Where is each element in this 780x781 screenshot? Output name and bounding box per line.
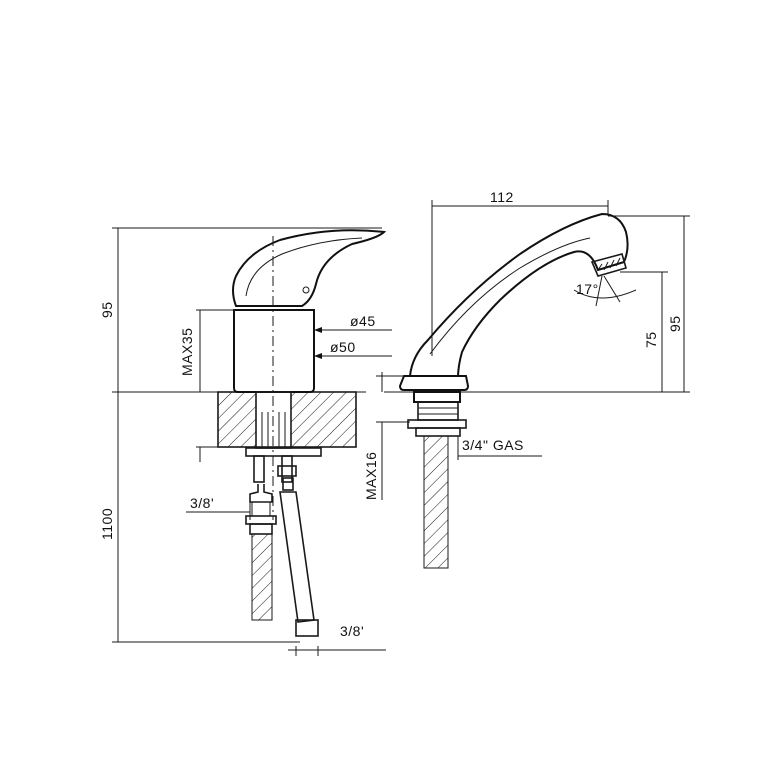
hose-left [251,533,273,621]
fixing-nut [415,427,461,437]
aerator-line [597,263,603,271]
lever-highlight [245,237,363,297]
dim-label-connection-thread: 3/4" GAS [462,437,524,453]
arrow [314,327,322,333]
aerator [590,253,627,277]
angle-arc [573,289,637,299]
angle-leg [595,275,603,307]
aerator-line [609,259,615,269]
dim-label-height-left: 95 [99,301,115,318]
mixer-body [233,309,315,393]
nut [277,465,297,477]
nut-small [282,477,294,491]
dim-label-height-right: 95 [667,315,683,332]
spout-highlight [429,237,591,355]
hose-collar [249,523,273,535]
lever-handle [232,229,387,307]
dim-label-hose-thread-upper: 3/8' [190,495,214,511]
arrow [314,353,322,359]
fixing-washer [407,419,467,429]
lever-screw [302,286,310,294]
dim-label-spout-angle: 17° [576,281,599,297]
spout-base [398,375,470,391]
front-view: 95 MAX35 1100 ø45 ø50 3/8' 3/8' [99,227,392,656]
aerator-line [615,257,621,267]
inlet-stub-left [253,455,265,483]
dim-label-diameter-bottom: ø50 [330,339,356,355]
spout [408,212,629,380]
dim-label-max-deck-right: MAX16 [363,452,379,500]
threaded-section [417,401,459,421]
hose-fitting-upper [249,484,273,503]
countertop-section-left [217,391,257,448]
dim-label-hose-thread-lower: 3/8' [340,623,364,639]
dim-label-diameter-top: ø45 [350,313,376,329]
countertop-section-right [290,391,357,448]
supply-pipe [423,435,449,569]
dim-label-max-deck-left: MAX35 [179,328,195,376]
hose-end-fitting [295,619,319,637]
fixing-plate [245,447,322,457]
base-plate [413,391,461,403]
dim-label-hose-length: 1100 [99,508,115,540]
hose-right-braided [279,491,315,623]
angle-leg [603,275,621,303]
side-view: 112 95 75 17° 3/4" GAS MAX16 [363,189,690,569]
inlet-stub-right [281,455,293,483]
aerator-line [603,261,609,271]
dim-label-spout-clearance: 75 [643,331,659,348]
dim-label-spout-reach: 112 [490,189,514,205]
